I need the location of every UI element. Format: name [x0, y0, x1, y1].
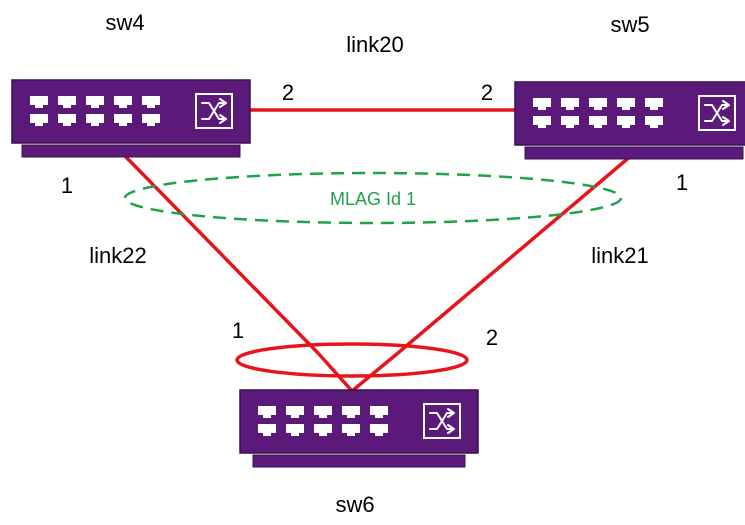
link-label-link21: link21 [591, 243, 648, 268]
port-icon [617, 98, 635, 110]
switch-body [239, 389, 479, 454]
lag-ellipse [235, 342, 469, 378]
switch-sw4[interactable] [11, 79, 251, 158]
port-icon [30, 96, 48, 108]
port-icon [589, 116, 607, 128]
port-icon [286, 406, 304, 418]
port-icon [370, 406, 388, 418]
port-icon [258, 406, 276, 418]
port-label-sw6-link22: 1 [232, 318, 244, 343]
ports [258, 406, 388, 436]
port-icon [342, 424, 360, 436]
lag-bundle-right [350, 351, 400, 393]
port-label-sw5-link20: 2 [481, 80, 493, 105]
mlag-label: MLAG Id 1 [330, 189, 416, 209]
switch-base [524, 146, 744, 160]
ports [533, 98, 663, 128]
port-icon [561, 116, 579, 128]
port-icon [617, 116, 635, 128]
port-icon [314, 424, 332, 436]
port-icon [286, 424, 304, 436]
port-icon [86, 96, 104, 108]
switch-base [252, 454, 466, 468]
mlag-group: MLAG Id 1 [123, 171, 623, 225]
ports [30, 96, 160, 126]
link22-line [122, 153, 320, 355]
port-icon [30, 114, 48, 126]
port-icon [142, 96, 160, 108]
port-icon [561, 98, 579, 110]
port-icon [533, 98, 551, 110]
network-switch-icon [423, 403, 461, 439]
switch-label-sw5: sw5 [610, 12, 649, 37]
port-icon [533, 116, 551, 128]
link-label-link20: link20 [346, 32, 403, 57]
switch-body [514, 81, 745, 146]
switch-body [11, 79, 251, 144]
port-label-sw6-link21: 2 [486, 325, 498, 350]
port-icon [342, 406, 360, 418]
mlag-ellipse [123, 171, 623, 225]
port-icon [589, 98, 607, 110]
port-icon [142, 114, 160, 126]
port-icon [114, 96, 132, 108]
switch-sw5[interactable] [514, 81, 745, 160]
port-label-sw5-link21: 1 [676, 170, 688, 195]
port-icon [314, 406, 332, 418]
port-icon [58, 114, 76, 126]
port-icon [58, 96, 76, 108]
link-label-link22: link22 [89, 243, 146, 268]
switch-label-sw6: sw6 [335, 492, 374, 517]
network-switch-icon [195, 93, 233, 129]
switch-label-sw4: sw4 [105, 10, 144, 35]
network-switch-icon [698, 95, 736, 131]
link21-line [396, 153, 634, 355]
switch-base [21, 144, 241, 158]
port-label-sw4-link22: 1 [61, 173, 73, 198]
port-icon [370, 424, 388, 436]
port-icon [258, 424, 276, 436]
links [122, 108, 634, 393]
switch-sw6[interactable] [239, 389, 479, 468]
port-label-sw4-link20: 2 [282, 80, 294, 105]
port-icon [86, 114, 104, 126]
port-icon [114, 114, 132, 126]
port-icon [645, 98, 663, 110]
lag-bundle-left [316, 351, 354, 393]
port-icon [645, 116, 663, 128]
